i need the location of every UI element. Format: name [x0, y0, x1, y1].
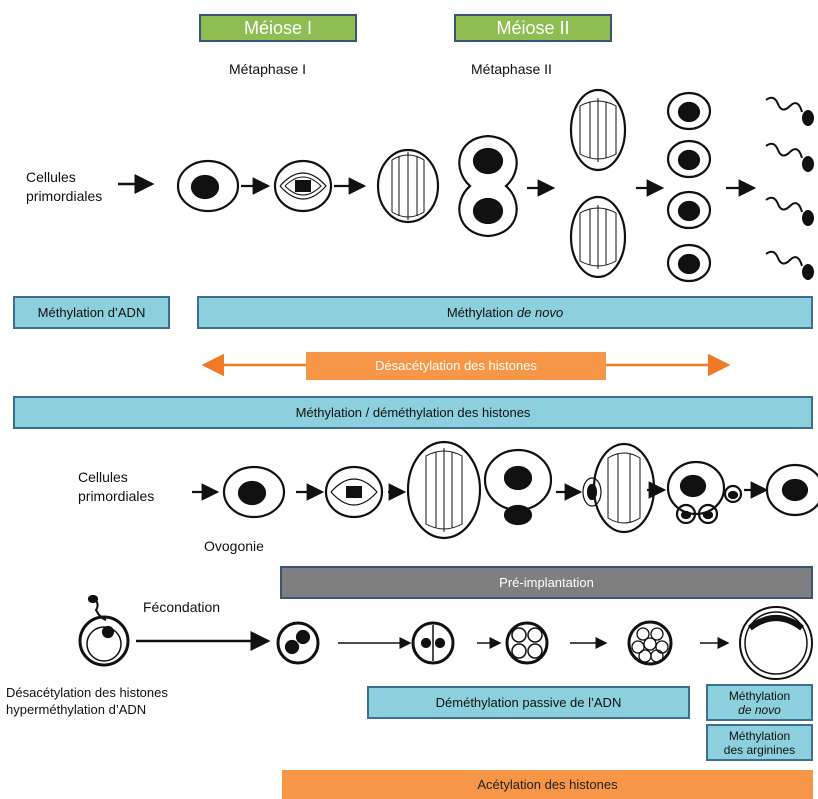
- de-novo-text: de novo: [516, 304, 564, 320]
- meiose-2-header: Méiose II: [454, 14, 612, 42]
- arginines-line1: Méthylation: [728, 728, 791, 743]
- fecondation-label: Fécondation: [143, 599, 221, 615]
- metaphase-2-label: Métaphase II: [471, 61, 552, 77]
- spermatogenesis-row: [118, 88, 814, 283]
- oogenesis-row: [192, 440, 818, 540]
- methylation-histones-bar: Méthylation / déméthylation des histones: [13, 396, 813, 429]
- methylation-de-novo-prefix: Méthylation: [446, 304, 517, 320]
- ovogonie-label: Ovogonie: [204, 538, 264, 554]
- methylation-arginines-bar: Méthylation des arginines: [706, 724, 813, 761]
- pre-implantation-bar: Pré-implantation: [280, 566, 813, 599]
- acetylation-bar: Acétylation des histones: [282, 770, 813, 799]
- methylation-small-line1: Méthylation: [728, 688, 791, 703]
- female-cells-label-line1: Cellules: [78, 469, 128, 485]
- methylation-de-novo-bar: Méthylation de novo: [197, 296, 813, 329]
- female-cells-label-line2: primordiales: [78, 488, 155, 504]
- methylation-de-novo-small-bar: Méthylation de novo: [706, 684, 813, 721]
- embryo-left-line2: hyperméthylation d’ADN: [6, 702, 147, 717]
- arginines-line2: des arginines: [723, 742, 796, 757]
- de-novo-small-text: de novo: [738, 702, 781, 717]
- male-cells-label-line2: primordiales: [26, 188, 103, 204]
- meiose-1-header: Méiose I: [199, 14, 357, 42]
- metaphase-1-label: Métaphase I: [229, 61, 307, 77]
- demethylation-passive-bar: Déméthylation passive de l’ADN: [367, 686, 690, 719]
- desacetylation-bar: Désacétylation des histones: [306, 352, 606, 380]
- embryo-left-label: Désacétylation des histones hyperméthyla…: [6, 684, 168, 718]
- embryo-left-line1: Désacétylation des histones: [6, 685, 168, 700]
- methylation-adn-bar: Méthylation d’ADN: [13, 296, 170, 329]
- male-cells-label-line1: Cellules: [26, 169, 76, 185]
- embryo-row: [78, 594, 813, 680]
